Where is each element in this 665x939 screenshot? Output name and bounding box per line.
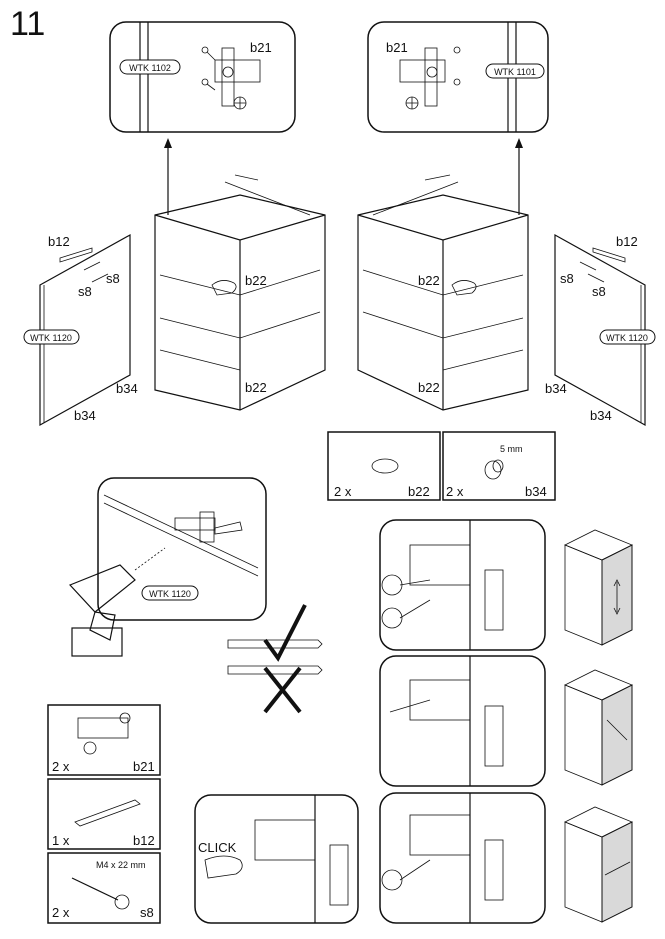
code-b12: b12	[133, 833, 155, 848]
qty-s8: 2 x	[52, 905, 70, 920]
label-b22-left-bottom: b22	[245, 380, 267, 395]
label-b21-left: b21	[250, 40, 272, 55]
label-b12-left: b12	[48, 234, 70, 249]
hinge-adjust-panel-2	[379, 655, 546, 787]
part-box-s8: M4 x 22 mm 2 x s8	[47, 852, 161, 924]
correct-incorrect-icon	[227, 604, 323, 714]
code-wtk-1120-right: WTK 1120	[606, 333, 648, 343]
hinge-plate-icon	[399, 46, 461, 110]
hand-icon	[211, 280, 237, 296]
drill-callout: WTK 1120	[97, 477, 267, 621]
detail-callout-left: WTK 1102 b21	[109, 21, 296, 133]
cabinet-vertical-adjust-icon	[564, 529, 633, 646]
label-b34-left-b: b34	[74, 408, 96, 423]
label-b22-right-top: b22	[418, 273, 440, 288]
code-b22: b22	[408, 484, 430, 499]
label-s8-left-b: s8	[78, 284, 92, 299]
qty-b22: 2 x	[334, 484, 352, 499]
hinge-adjust-panel-3	[379, 792, 546, 924]
code-wtk-1120-drill: WTK 1120	[149, 589, 191, 599]
part-box-b21: 2 x b21	[47, 704, 161, 776]
dimension-s8: M4 x 22 mm	[96, 860, 146, 870]
door-right: WTK 1120	[554, 233, 656, 427]
label-s8-left-a: s8	[106, 271, 120, 286]
door-left: WTK 1120	[23, 233, 131, 427]
code-wtk-1102: WTK 1102	[129, 63, 171, 73]
hinge-plate-icon	[201, 46, 261, 110]
code-b21: b21	[133, 759, 155, 774]
part-box-b12: 1 x b12	[47, 778, 161, 850]
label-b34-right-b: b34	[590, 408, 612, 423]
cabinet-left	[154, 174, 326, 411]
qty-b12: 1 x	[52, 833, 70, 848]
dimension-b34: 5 mm	[500, 444, 523, 454]
code-wtk-1120-left: WTK 1120	[30, 333, 72, 343]
cabinet-right	[357, 174, 529, 411]
click-label: CLICK	[198, 840, 237, 855]
step-number: 11	[10, 5, 45, 43]
qty-b21: 2 x	[52, 759, 70, 774]
code-wtk-1101: WTK 1101	[494, 67, 536, 77]
label-s8-right-b: s8	[592, 284, 606, 299]
click-callout	[194, 794, 359, 924]
handle-icon	[59, 247, 93, 263]
code-s8: s8	[140, 905, 154, 920]
cabinet-depth-adjust-icon	[564, 669, 633, 786]
qty-b34: 2 x	[446, 484, 464, 499]
label-b22-right-bottom: b22	[418, 380, 440, 395]
label-b21-right: b21	[386, 40, 408, 55]
part-box-b22: 2 x b22	[327, 431, 441, 501]
hand-icon	[451, 280, 477, 296]
label-b22-left-top: b22	[245, 273, 267, 288]
detail-callout-right: WTK 1101 b21	[367, 21, 549, 133]
handle-icon	[592, 247, 626, 263]
cabinet-side-adjust-icon	[564, 806, 633, 923]
drill-icon	[68, 547, 166, 657]
part-box-b34: 5 mm 2 x b34	[442, 431, 556, 501]
label-b12-right: b12	[616, 234, 638, 249]
label-b34-left-a: b34	[116, 381, 138, 396]
label-b34-right-a: b34	[545, 381, 567, 396]
label-s8-right-a: s8	[560, 271, 574, 286]
code-b34: b34	[525, 484, 547, 499]
hinge-adjust-panel-1	[379, 519, 546, 651]
